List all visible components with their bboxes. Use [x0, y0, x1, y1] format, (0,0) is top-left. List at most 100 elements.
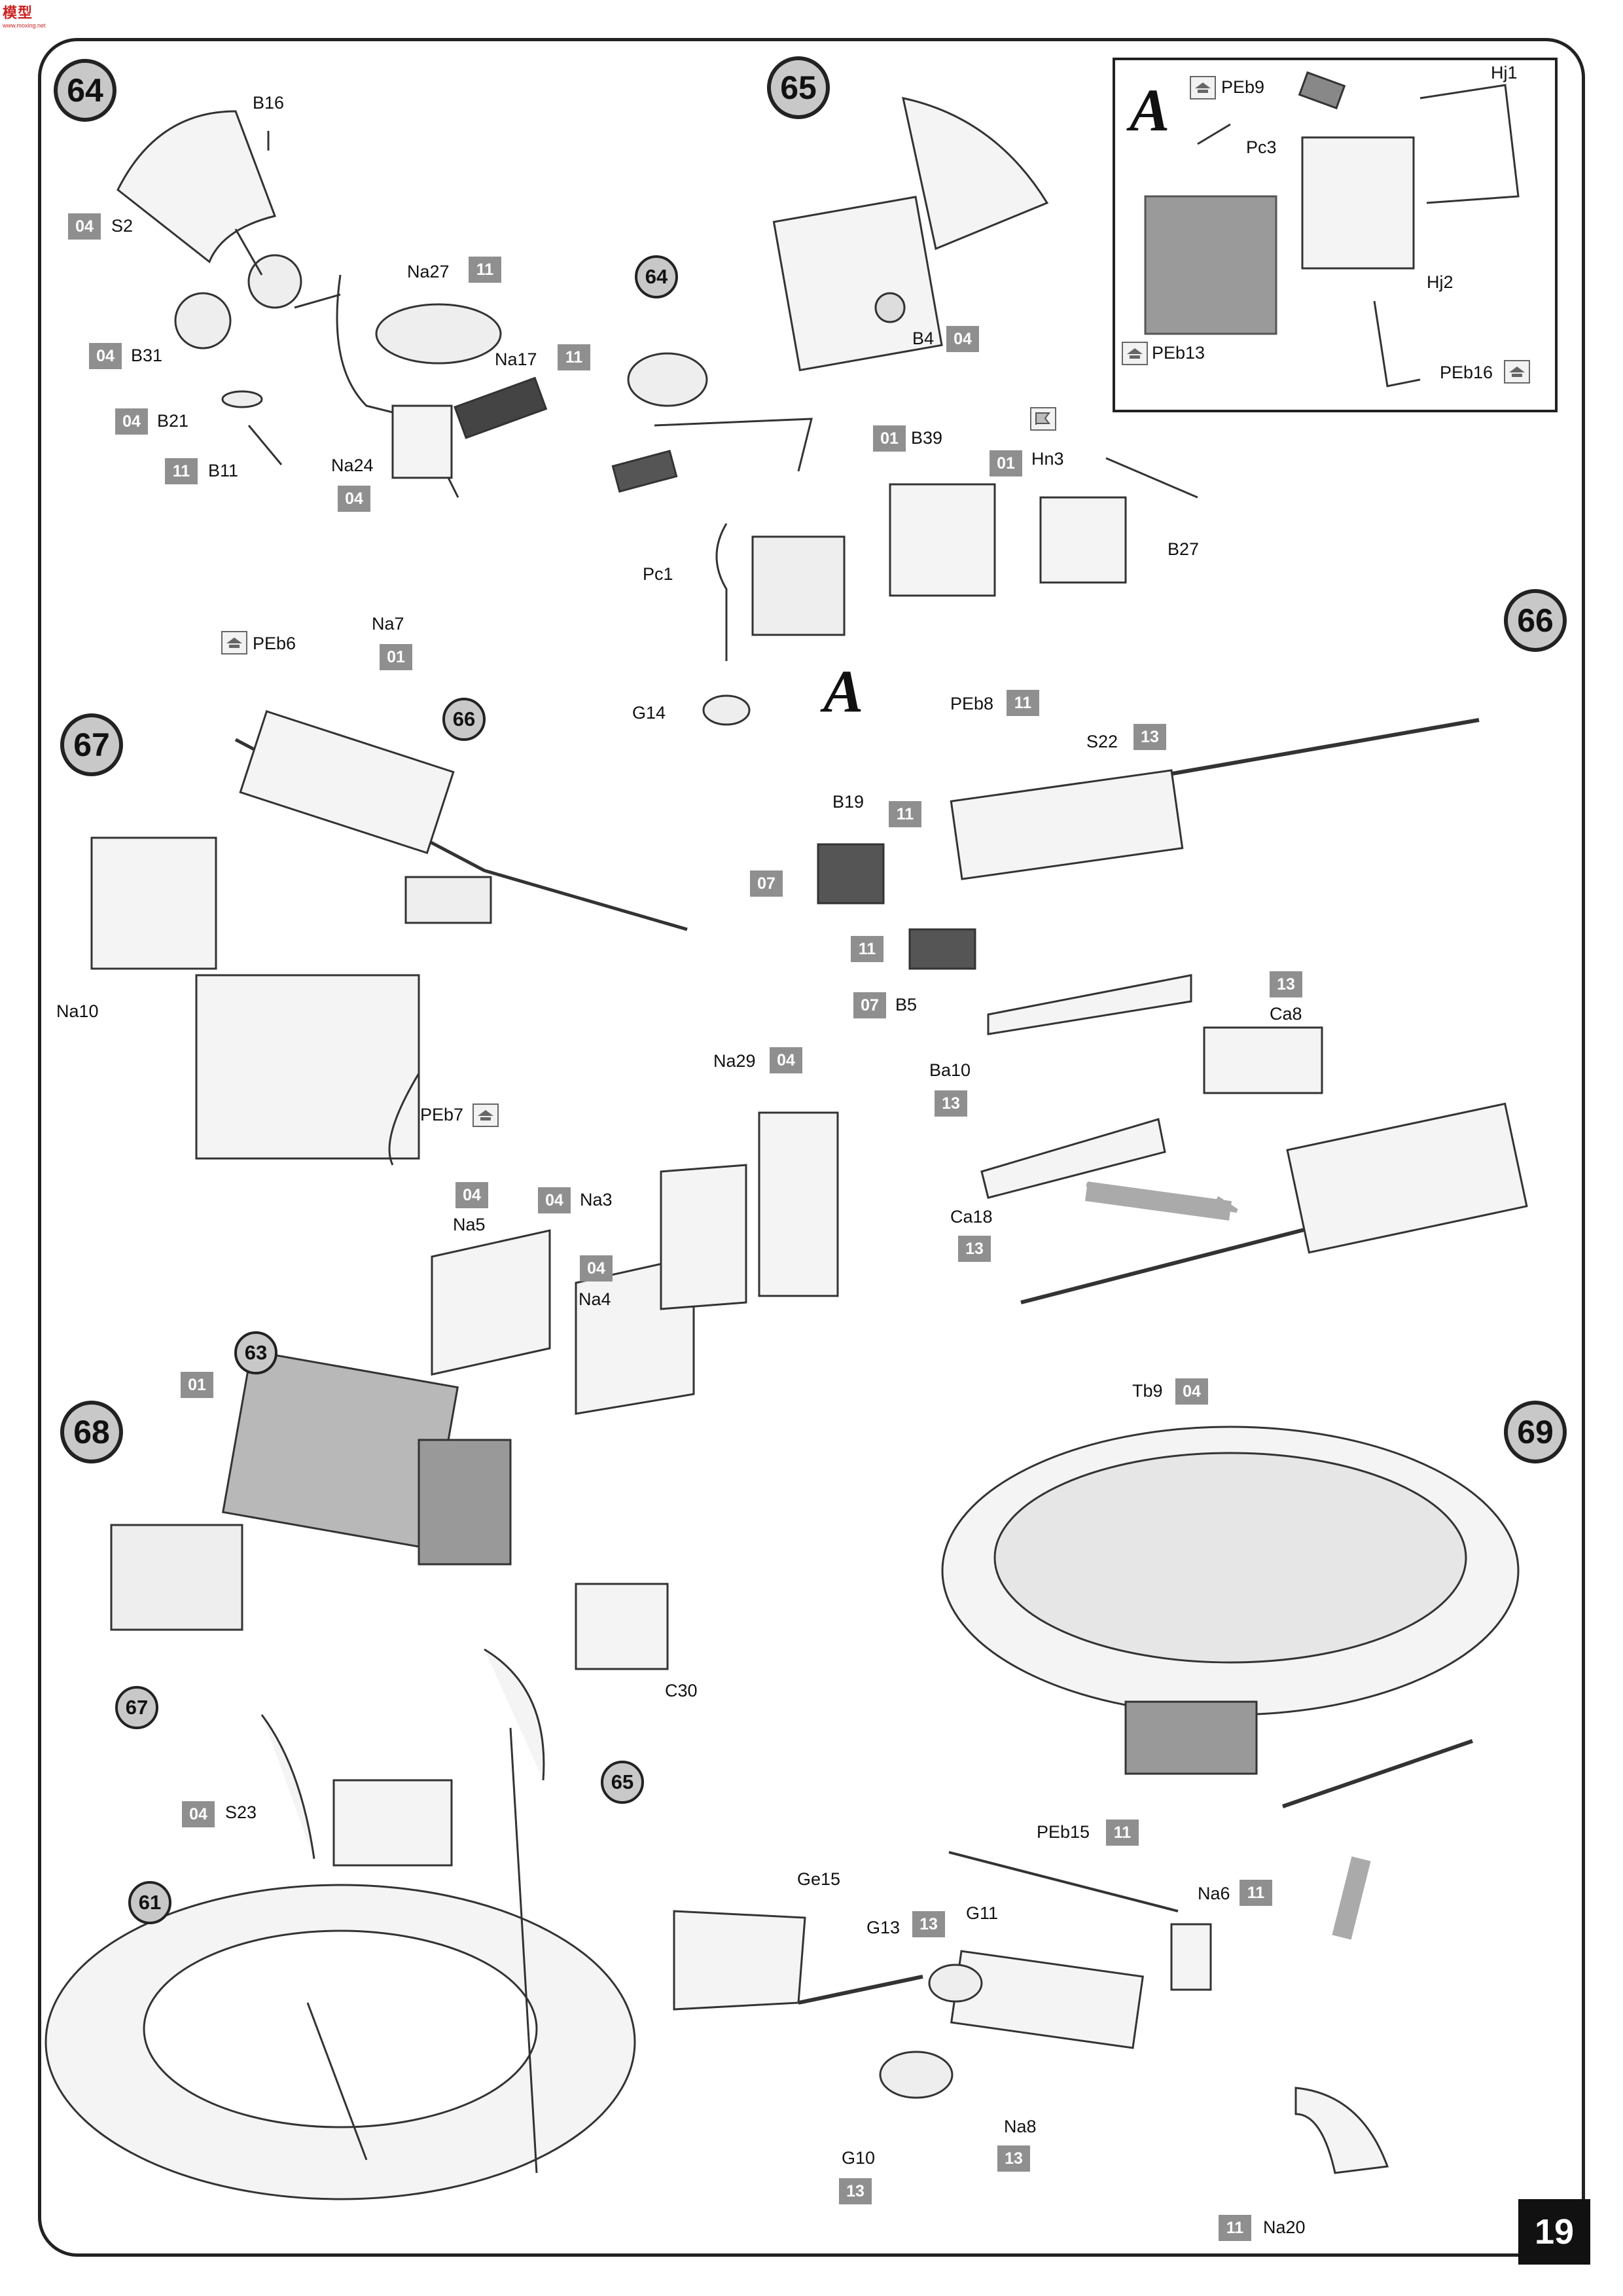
badge-B11: 11	[165, 458, 198, 484]
detail-a-marker: A	[823, 658, 864, 725]
part-B5: B5	[895, 995, 918, 1014]
step-64: 64	[54, 59, 116, 122]
part-Pc1: Pc1	[643, 564, 673, 584]
page-frame	[38, 38, 1585, 2257]
badge-PEb8: 11	[1007, 690, 1039, 716]
photo-etch-icon	[1190, 76, 1216, 99]
part-B39: B39	[911, 428, 943, 448]
badge-11c: 11	[851, 936, 883, 962]
badge-Na8: 13	[997, 2145, 1030, 2172]
step-69: 69	[1504, 1401, 1567, 1463]
part-Na20: Na20	[1263, 2217, 1306, 2237]
ref-step-61: 61	[128, 1881, 171, 1924]
step-66: 66	[1504, 589, 1567, 652]
part-PEb6: PEb6	[253, 634, 296, 653]
part-Na7: Na7	[372, 614, 404, 634]
ref-step-63: 63	[234, 1331, 277, 1374]
logo-subtext: www.moxing.net	[3, 22, 46, 29]
step-67: 67	[60, 713, 123, 776]
detail-a-title: A	[1130, 77, 1170, 143]
part-G14: G14	[632, 703, 666, 723]
part-B19: B19	[832, 792, 865, 812]
part-B31: B31	[131, 346, 163, 365]
badge-B31: 04	[89, 343, 122, 369]
part-Na29: Na29	[713, 1051, 756, 1071]
part-B4: B4	[912, 329, 935, 348]
badge-B4: 04	[946, 326, 979, 352]
badge-B19: 11	[889, 801, 921, 827]
part-PEb16: PEb16	[1440, 363, 1493, 382]
badge-Na7: 01	[380, 644, 412, 670]
part-Na5: Na5	[453, 1215, 486, 1234]
badge-Hn3: 01	[990, 450, 1022, 476]
photo-etch-icon	[221, 631, 247, 655]
photo-etch-icon	[1122, 342, 1148, 365]
badge-step-63: 01	[181, 1372, 213, 1398]
badge-Ba10: 13	[935, 1090, 967, 1117]
part-C30: C30	[665, 1681, 698, 1700]
part-S22: S22	[1086, 732, 1118, 751]
numbered-flag-icon	[1030, 407, 1056, 431]
part-G13: G13	[866, 1918, 901, 1937]
part-B21: B21	[157, 411, 189, 431]
badge-Na3: 04	[538, 1187, 571, 1213]
badge-Na17: 11	[558, 344, 590, 370]
logo-text: 模型	[3, 5, 33, 21]
badge-07a: 07	[750, 870, 783, 897]
part-PEb9: PEb9	[1221, 77, 1265, 97]
part-G10: G10	[842, 2148, 876, 2168]
step-68: 68	[60, 1401, 123, 1463]
ref-step-66: 66	[442, 698, 486, 741]
part-Ba10: Ba10	[929, 1060, 971, 1080]
part-S2: S2	[111, 216, 134, 236]
part-Hj1: Hj1	[1491, 63, 1518, 82]
part-Na17: Na17	[495, 350, 537, 369]
badge-Na6: 11	[1240, 1880, 1272, 1906]
part-PEb7: PEb7	[420, 1105, 464, 1124]
badge-Ca18: 13	[958, 1236, 991, 1262]
ref-step-64: 64	[635, 255, 678, 298]
badge-Tb9: 04	[1175, 1378, 1208, 1405]
photo-etch-icon	[1504, 360, 1530, 384]
badge-G10: 13	[839, 2178, 872, 2204]
badge-S22: 13	[1133, 724, 1166, 750]
part-PEb8: PEb8	[950, 694, 994, 713]
badge-S2: 04	[68, 213, 101, 240]
part-Na8: Na8	[1004, 2117, 1037, 2136]
badge-B5: 07	[853, 992, 886, 1018]
badge-S23: 04	[182, 1801, 215, 1827]
part-Na10: Na10	[56, 1001, 99, 1021]
part-Na6: Na6	[1198, 1884, 1230, 1903]
part-S23: S23	[225, 1803, 257, 1822]
badge-Na4: 04	[580, 1255, 613, 1282]
badge-Na24: 04	[338, 486, 370, 512]
part-B27: B27	[1168, 539, 1200, 559]
badge-B39: 01	[873, 425, 906, 452]
badge-Ca8: 13	[1270, 971, 1302, 997]
site-logo: 模型 www.moxing.net	[3, 1, 55, 29]
part-Hn3: Hn3	[1031, 449, 1064, 469]
badge-Na5: 04	[455, 1182, 488, 1208]
part-Na24: Na24	[331, 456, 374, 475]
part-B11: B11	[208, 461, 239, 480]
step-65: 65	[767, 56, 830, 119]
part-Tb9: Tb9	[1132, 1381, 1163, 1401]
ref-step-65: 65	[601, 1761, 644, 1804]
page-number: 19	[1518, 2199, 1590, 2265]
detail-a-inset: A	[1113, 58, 1558, 412]
part-G11: G11	[966, 1903, 999, 1923]
part-Ca18: Ca18	[950, 1207, 993, 1227]
part-PEb15: PEb15	[1037, 1822, 1090, 1842]
badge-Na27: 11	[469, 257, 501, 283]
badge-PEb15: 11	[1106, 1820, 1139, 1846]
part-Pc3: Pc3	[1246, 137, 1277, 157]
part-Na4: Na4	[579, 1289, 611, 1309]
ref-step-67: 67	[115, 1686, 158, 1729]
badge-G13: 13	[912, 1911, 945, 1937]
photo-etch-icon	[473, 1103, 499, 1127]
part-PEb13: PEb13	[1152, 343, 1205, 363]
part-Ca8: Ca8	[1270, 1004, 1302, 1024]
badge-Na20: 11	[1219, 2215, 1251, 2241]
badge-B21: 04	[115, 408, 148, 435]
